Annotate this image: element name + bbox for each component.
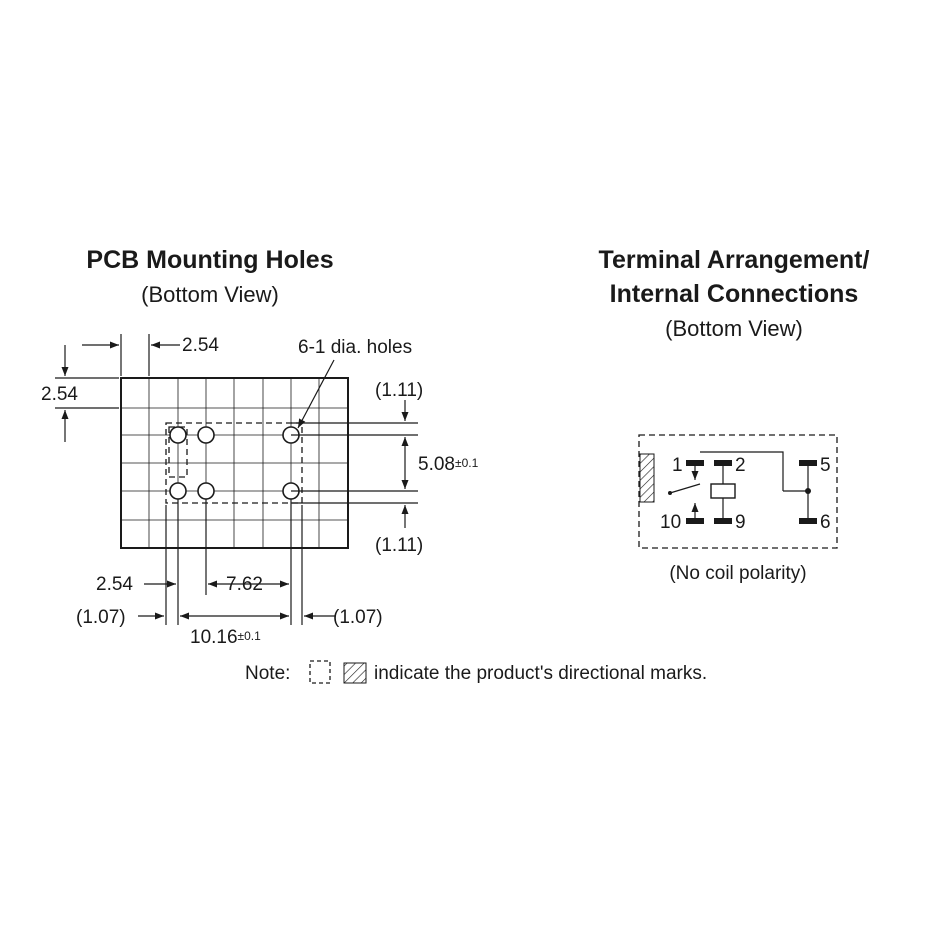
pin-label-1: 1 bbox=[672, 455, 683, 476]
relay-body-dashed bbox=[638, 434, 838, 549]
dim-left-pitch-label: 2.54 bbox=[41, 384, 78, 405]
dim-left-pitch: 2.54 bbox=[41, 345, 119, 442]
terminal-title-line2: Internal Connections bbox=[610, 280, 859, 308]
dim-right-bottom-label: (1.11) bbox=[375, 535, 423, 556]
pcb-mounting-holes-section: PCB Mounting Holes (Bottom View) bbox=[41, 246, 479, 648]
dim-right-top-label: (1.11) bbox=[375, 380, 423, 401]
hole bbox=[169, 426, 187, 444]
pcb-grid bbox=[120, 377, 349, 549]
relay-outline-dashed bbox=[165, 422, 303, 504]
dim-bottom-right-offset-label: (1.07) bbox=[333, 607, 383, 628]
no-coil-polarity-caption: (No coil polarity) bbox=[669, 563, 806, 584]
hole bbox=[197, 482, 215, 500]
direction-mark-hatched bbox=[639, 453, 655, 503]
dim-right: (1.11) 5.08±0.1 (1.11) bbox=[291, 380, 479, 556]
dim-right-mid-label: 5.08±0.1 bbox=[418, 454, 479, 475]
dim-bottom-span-label: 7.62 bbox=[226, 574, 263, 595]
pin-label-10: 10 bbox=[660, 512, 681, 533]
coil-symbol bbox=[710, 483, 736, 499]
direction-mark-dashed bbox=[168, 426, 188, 478]
hole bbox=[197, 426, 215, 444]
pin-label-2: 2 bbox=[735, 455, 746, 476]
pin-label-5: 5 bbox=[820, 455, 831, 476]
dim-top-pitch: 2.54 bbox=[82, 334, 219, 376]
note-line: Note: indicate the product's directional… bbox=[245, 660, 707, 684]
dim-top-pitch-label: 2.54 bbox=[182, 335, 219, 356]
note-text: indicate the product's directional marks… bbox=[374, 663, 707, 684]
hole bbox=[169, 482, 187, 500]
note-dashed-mark-icon bbox=[309, 660, 331, 684]
dim-bottom-left-offset-label: (1.07) bbox=[76, 607, 126, 628]
dim-bottom-total-label: 10.16±0.1 bbox=[190, 627, 261, 648]
terminal-pins bbox=[686, 460, 817, 524]
pcb-title: PCB Mounting Holes bbox=[86, 246, 333, 274]
dim-bottom: 2.54 7.62 (1.07) (1.07) 10.16±0.1 bbox=[76, 499, 383, 648]
note-hatched-mark-icon bbox=[343, 662, 367, 684]
holes-label: 6-1 dia. holes bbox=[298, 337, 412, 358]
internal-connections bbox=[668, 451, 811, 518]
note-prefix: Note: bbox=[245, 663, 290, 684]
pin-label-6: 6 bbox=[820, 512, 831, 533]
terminal-subtitle: (Bottom View) bbox=[665, 316, 803, 341]
pin-label-9: 9 bbox=[735, 512, 746, 533]
dim-bottom-pitch-label: 2.54 bbox=[96, 574, 133, 595]
holes-callout: 6-1 dia. holes bbox=[297, 337, 412, 429]
terminal-title-line1: Terminal Arrangement/ bbox=[599, 246, 870, 274]
pcb-subtitle: (Bottom View) bbox=[141, 282, 279, 307]
terminal-arrangement-section: Terminal Arrangement/ Internal Connectio… bbox=[599, 246, 870, 584]
